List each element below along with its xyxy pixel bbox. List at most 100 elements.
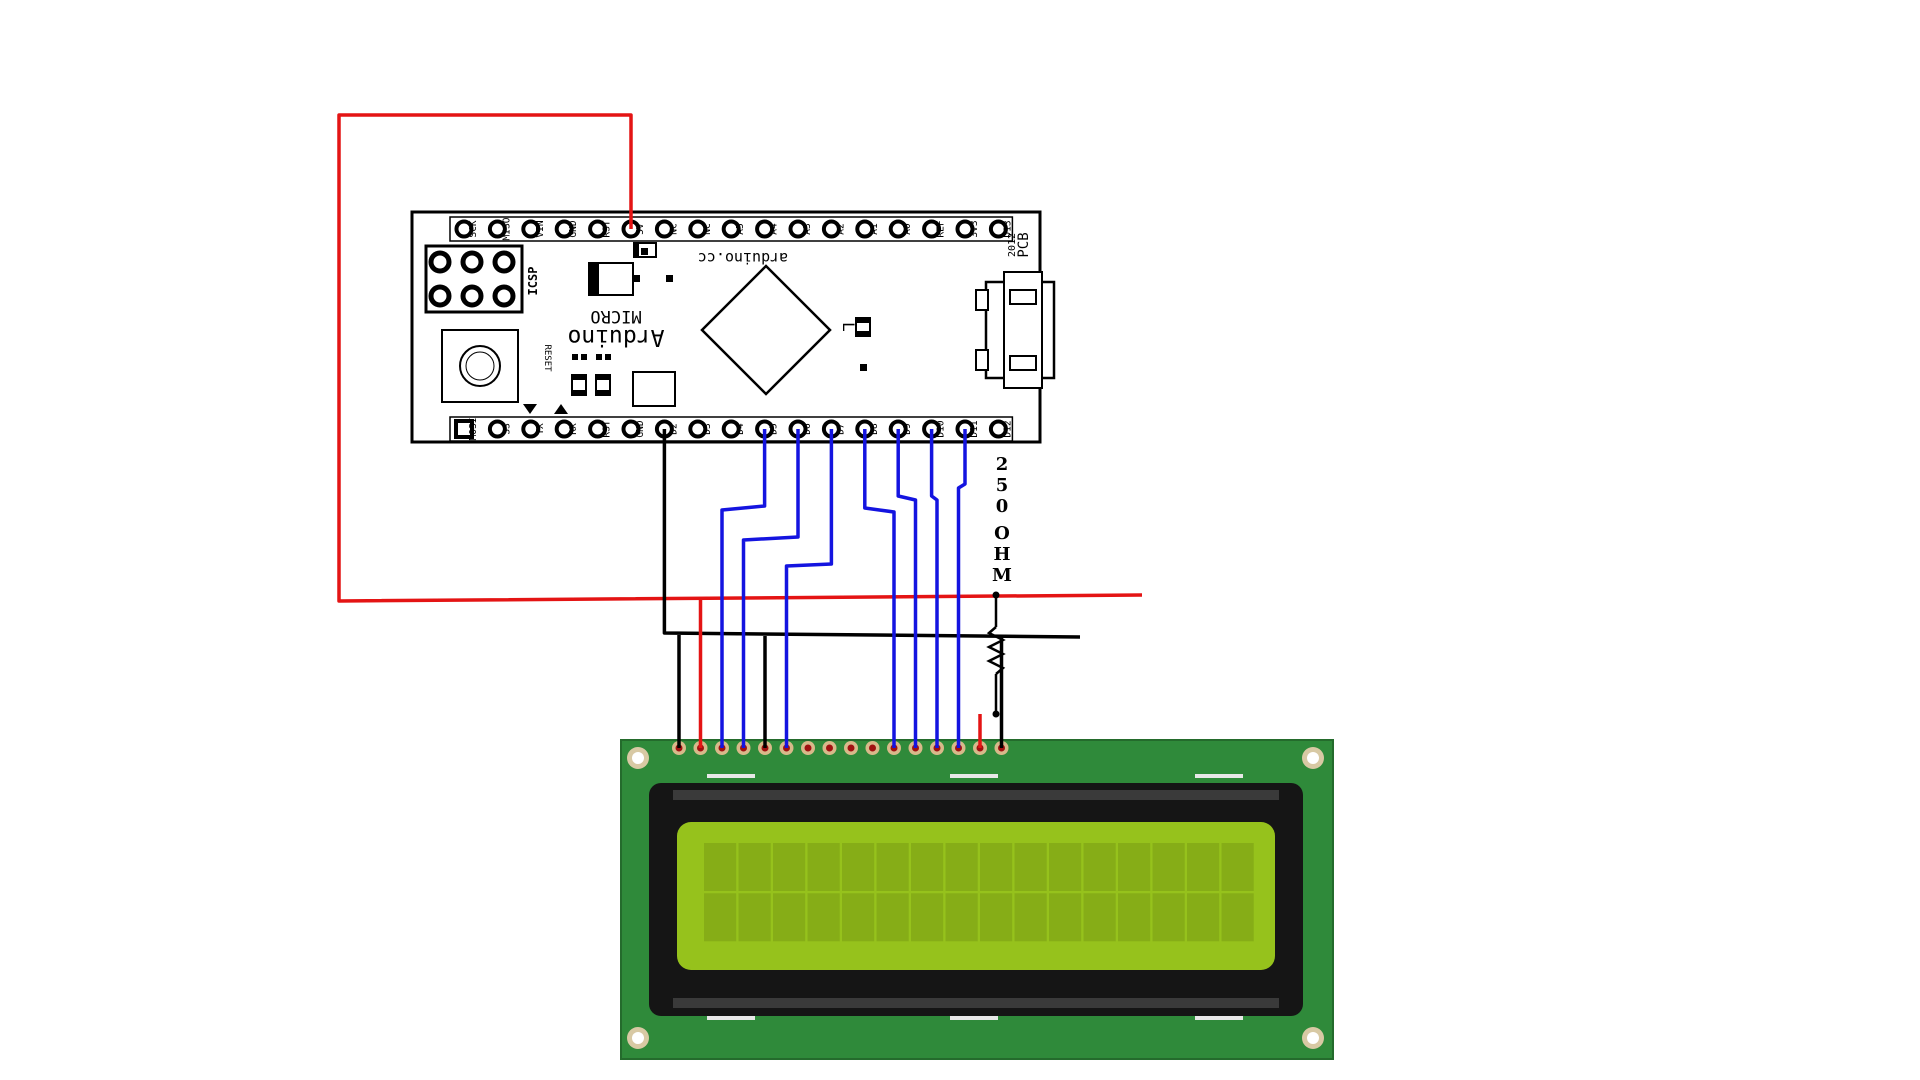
lcd-cell — [1187, 843, 1220, 891]
lcd-character-grid — [704, 843, 1254, 942]
lcd-cell — [1014, 843, 1047, 891]
arduino-micro-board: ICSP RESET Arduino MICRO arduino.cc L — [410, 210, 1056, 444]
lcd-pin-hole — [869, 744, 876, 752]
resistor-value-char: 0 — [996, 496, 1009, 517]
pin-label-5v: 5V — [635, 223, 646, 235]
lcd-cell — [1014, 893, 1047, 942]
pin-pad — [855, 219, 875, 239]
lcd-cell — [1083, 893, 1116, 942]
lcd-cell — [1152, 893, 1185, 942]
wire-5v-rail — [337, 113, 1143, 603]
lcd-cell — [704, 893, 737, 942]
lcd-cell — [1152, 843, 1185, 891]
pin-pad — [487, 419, 507, 439]
lcd-cell — [738, 893, 771, 942]
lcd-cell — [807, 843, 840, 891]
pin-pad — [721, 419, 741, 439]
pin-label-ss: SS — [501, 423, 512, 435]
lcd-cell — [980, 893, 1013, 942]
pin-label-ref: REF — [936, 220, 947, 237]
led-label: L — [839, 322, 858, 332]
lcd-cell — [738, 843, 771, 891]
lcd-cell — [876, 843, 909, 891]
pin-label-gnd: GND — [568, 220, 579, 237]
lcd-cell — [945, 893, 978, 942]
microcontroller-chip — [700, 264, 832, 396]
lcd-cell — [1221, 843, 1254, 891]
pin-label-gnd: GND — [635, 420, 646, 437]
pin-label-mosi: MOSI — [468, 418, 479, 441]
pin-pad — [588, 219, 608, 239]
pin-pad — [788, 219, 808, 239]
l-led — [855, 317, 871, 337]
pin-label-a5: A5 — [735, 223, 746, 234]
pin-label-d5: D5 — [769, 423, 780, 434]
lcd-cell — [1187, 893, 1220, 942]
icsp-pin — [492, 250, 516, 274]
pin-label-d11: D11 — [969, 420, 980, 437]
icsp-label: ICSP — [526, 267, 540, 296]
pin-label-d2: D2 — [668, 423, 679, 434]
pin-label-a0: A0 — [902, 223, 913, 235]
lcd-cell — [773, 893, 806, 942]
lcd-cell — [1221, 893, 1254, 942]
pin-label-rx: RX — [568, 423, 579, 435]
pin-pad — [721, 219, 741, 239]
icsp-pin — [460, 250, 484, 274]
pin-header-outline — [449, 416, 1014, 442]
pin-pad — [888, 219, 908, 239]
pin-pad — [554, 219, 574, 239]
icsp-pin — [428, 250, 452, 274]
pin-label-d8: D8 — [869, 423, 880, 435]
rx-arrow-icon — [554, 404, 568, 414]
lcd-cell — [911, 893, 944, 942]
pin-pad — [688, 419, 708, 439]
pin-label-rst: RST — [602, 420, 613, 437]
lcd-cell — [1118, 893, 1151, 942]
resistor-value-char: 5 — [996, 475, 1009, 496]
lcd-cell — [704, 843, 737, 891]
icsp-pin — [460, 284, 484, 308]
resistor-unit-char: M — [992, 565, 1012, 586]
resistor-unit-char: O — [994, 523, 1010, 544]
board-model: MICRO — [590, 306, 641, 326]
pin-pad — [821, 219, 841, 239]
wire-enable — [741, 429, 800, 748]
pin-label-d10: D10 — [936, 420, 947, 437]
lcd-cell — [842, 843, 875, 891]
pin-label-d13: D13 — [1002, 220, 1013, 237]
reset-label: RESET — [542, 344, 552, 372]
icsp-pin — [492, 284, 516, 308]
pin-label-d7: D7 — [835, 423, 846, 434]
pin-pad — [988, 419, 1008, 439]
lcd-cell — [1049, 843, 1082, 891]
pin-pad — [487, 219, 507, 239]
usb-connector — [975, 271, 1056, 389]
wire-d4 — [784, 429, 834, 748]
lcd-cell — [773, 843, 806, 891]
lcd-cell — [876, 893, 909, 942]
lcd-pin-hole — [804, 744, 812, 752]
pin-pad — [654, 219, 674, 239]
tx-rx-leds — [571, 354, 611, 396]
wire-d7 — [929, 429, 939, 748]
wires — [337, 113, 1143, 748]
pin-label-d3: D3 — [702, 423, 713, 434]
pin-label-d9: D9 — [902, 423, 913, 435]
resistor-body — [986, 626, 1006, 675]
brand-label: arduino.cc — [698, 249, 788, 267]
lcd-cell — [980, 843, 1013, 891]
wire-d8 — [956, 429, 967, 748]
lcd-cell — [1118, 843, 1151, 891]
pin-pad — [454, 219, 474, 239]
pin-pad — [454, 419, 474, 439]
pin-pad — [922, 219, 942, 239]
pin-label-a1: A1 — [869, 223, 880, 235]
lcd-pin-hole — [826, 744, 833, 752]
pin-label-miso: MISO — [501, 217, 512, 240]
reset-button[interactable] — [441, 329, 519, 403]
